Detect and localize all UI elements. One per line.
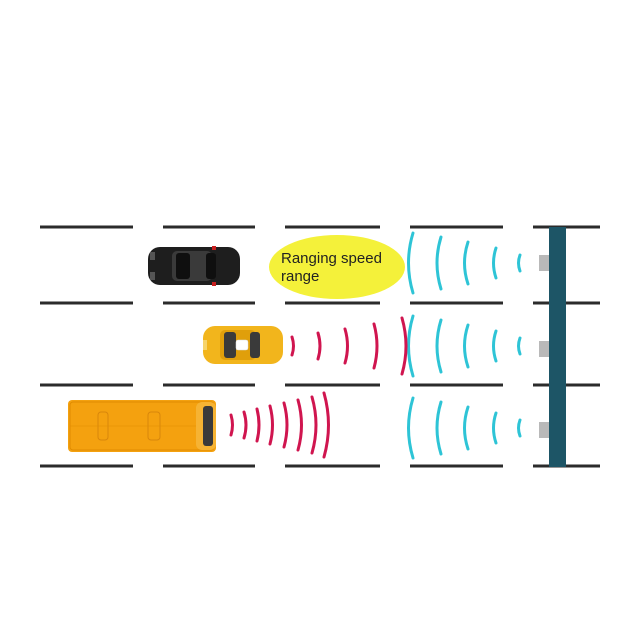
sensor-wave-arc: [492, 329, 498, 363]
bus-wave-arc: [310, 395, 318, 455]
gantry-pole: [549, 227, 566, 467]
sensor-wave-arc: [463, 323, 470, 369]
sensor-wave-arc: [463, 405, 470, 451]
taxi-wave-arc: [290, 335, 295, 357]
sensor-wave-arc: [407, 314, 415, 378]
bus-wave-arc: [282, 401, 289, 449]
sensor-wave-arc: [517, 253, 522, 273]
sensor-wave-arc: [517, 418, 522, 438]
sensor-wave-arc: [492, 246, 498, 280]
taxi-wave-arc: [316, 331, 322, 361]
radar-sensor-lane-2: [539, 341, 549, 357]
vehicle-waves: [229, 316, 408, 459]
sensor-wave-arc: [517, 336, 522, 356]
lane-markings: [40, 225, 600, 468]
ranging-speed-callout: Ranging speed range: [269, 235, 405, 299]
sensor-wave-arc: [492, 411, 498, 445]
bus-wave-arc: [229, 413, 234, 437]
black-car: [148, 246, 240, 286]
sensor-wave-arc: [435, 318, 443, 374]
radar-sensor-lane-3: [539, 422, 549, 438]
sensor-wave-arc: [407, 231, 415, 295]
bus-wave-arc: [296, 398, 303, 452]
callout-bubble: [269, 235, 405, 299]
sensor-waves: [407, 231, 522, 460]
radar-sensor-lane-1: [539, 255, 549, 271]
bus-wave-arc: [322, 391, 330, 459]
taxi: [203, 326, 283, 364]
callout-line-1: Ranging speed: [281, 250, 382, 267]
sensor-wave-arc: [463, 240, 470, 286]
school-bus: [68, 400, 216, 452]
sensor-wave-arc: [435, 235, 443, 291]
sensor-wave-arc: [435, 400, 443, 456]
bus-wave-arc: [242, 410, 248, 440]
taxi-wave-arc: [400, 316, 408, 376]
callout-line-2: range: [281, 268, 319, 285]
bus-wave-arc: [268, 404, 274, 446]
bus-wave-arc: [255, 407, 261, 443]
taxi-wave-arc: [372, 322, 379, 370]
sensor-wave-arc: [407, 396, 415, 460]
taxi-wave-arc: [343, 327, 349, 365]
